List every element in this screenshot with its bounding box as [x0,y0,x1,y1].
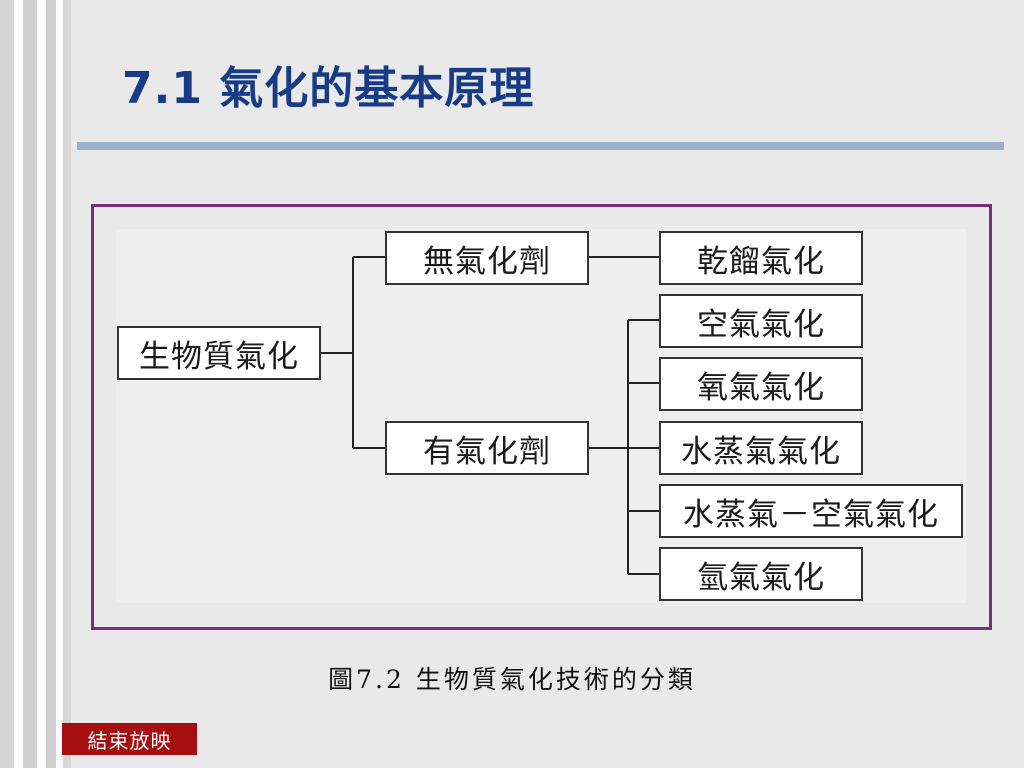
left-stripe-6 [56,0,63,768]
left-stripe-5 [46,0,56,768]
left-stripe-1 [0,0,14,768]
title-divider [77,142,1004,150]
node-hydrogen-gasification: 氫氣氣化 [659,547,863,601]
diagram-panel [116,229,966,603]
node-with-gasifying-agent: 有氣化劑 [385,421,589,475]
end-show-button[interactable]: 結束放映 [62,723,197,755]
left-stripe-2 [14,0,23,768]
node-steam-air-gasification: 水蒸氣－空氣氣化 [659,484,963,538]
node-root-biomass-gasification: 生物質氣化 [117,326,321,380]
left-stripe-3 [23,0,37,768]
left-stripe-4 [37,0,46,768]
node-air-gasification: 空氣氣化 [659,294,863,348]
node-steam-gasification: 水蒸氣氣化 [659,421,863,475]
node-oxygen-gasification: 氧氣氣化 [659,357,863,411]
node-pyrolysis-gasification: 乾餾氣化 [659,231,863,285]
slide-title: 7.1 氣化的基本原理 [122,63,535,114]
node-no-gasifying-agent: 無氣化劑 [385,231,589,285]
left-stripe-7 [63,0,71,768]
figure-caption: 圖7.2 生物質氣化技術的分類 [328,665,696,694]
